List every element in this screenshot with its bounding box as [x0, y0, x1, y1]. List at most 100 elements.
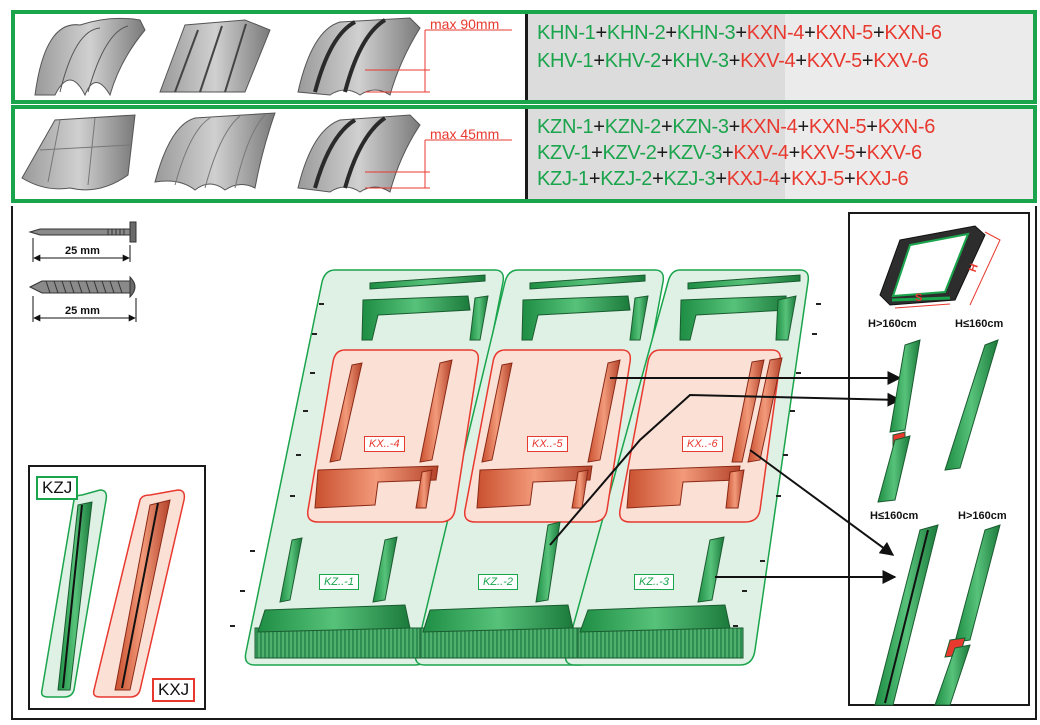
tile-flat-icon — [21, 114, 136, 191]
kit-code: KXJ-6 — [855, 168, 909, 190]
max-height-label-row2: max 45mm — [430, 126, 500, 142]
frame-icon — [879, 225, 1001, 309]
plus-sign: + — [779, 168, 792, 190]
legend-kzj-label: KZJ — [36, 476, 79, 500]
top-flashing-pieces — [361, 274, 801, 341]
kit-code: KZN-2 — [604, 116, 662, 138]
kit-code: KXV-4 — [733, 142, 789, 164]
plus-sign: + — [588, 168, 601, 190]
plus-sign: + — [855, 142, 867, 164]
kit-code: KXV-6 — [873, 50, 929, 72]
tile-row-low-profile — [11, 105, 1037, 203]
legend-box — [28, 465, 206, 710]
code-band-row1-light — [785, 14, 1033, 100]
kit-code: KXV-5 — [800, 142, 856, 164]
frame-s-label: S — [915, 292, 923, 304]
detail-arrows — [549, 371, 902, 584]
kit-code: KXN-6 — [877, 116, 936, 138]
kit-code: KXJ-4 — [726, 168, 780, 190]
plus-sign: + — [797, 116, 809, 138]
legend-kzj-bar — [40, 489, 108, 698]
kit-code: KHN-3 — [676, 22, 736, 44]
kit-code: KZV-2 — [602, 142, 657, 164]
kit-code: KXN-4 — [746, 22, 805, 44]
tile-wave-low-icon — [297, 114, 421, 193]
kit-code: KZN-3 — [672, 116, 729, 138]
plus-sign: + — [735, 22, 747, 44]
kit-code: KHN-2 — [606, 22, 666, 44]
kit-code: KZJ-2 — [600, 168, 653, 190]
detail-channel-long-bottom — [934, 524, 1001, 706]
plus-sign: + — [593, 50, 605, 72]
screw-length-label: 25 mm — [65, 305, 100, 317]
kit-code: KHV-1 — [537, 50, 594, 72]
kit-code: KXN-4 — [740, 116, 798, 138]
kit-label-kx-6: KX..-6 — [682, 436, 723, 452]
detail-label-bottom-left: H≤160cm — [870, 510, 919, 522]
code-line: KZV-1+KZV-2+KZV-3+KXV-4+KXV-5+KXV-6 — [537, 142, 922, 165]
plus-sign: + — [660, 116, 673, 138]
kit-code: KXN-5 — [808, 116, 867, 138]
plus-sign: + — [652, 168, 664, 190]
red-channel-pieces — [314, 357, 783, 509]
kit-code: KXV-4 — [740, 50, 796, 72]
kit-label-kz-3: KZ..-3 — [634, 574, 674, 590]
legend-kxj-label: KXJ — [152, 678, 196, 702]
max-height-indicator-row2 — [365, 139, 512, 189]
plus-sign: + — [872, 22, 885, 44]
kit-label-kx-4: KX..-4 — [364, 436, 405, 452]
kit-label-kx-5: KX..-5 — [527, 436, 568, 452]
row2-divider — [525, 109, 528, 199]
plus-sign: + — [715, 168, 727, 190]
kit-code: KHV-3 — [672, 50, 729, 72]
kit-code: KXV-5 — [806, 50, 863, 72]
plus-sign: + — [656, 142, 669, 164]
plus-sign: + — [844, 168, 856, 190]
kit-code: KZV-1 — [537, 142, 592, 164]
plus-sign: + — [593, 116, 605, 138]
tile-roman-icon — [34, 17, 146, 97]
bottom-flashing-pieces — [254, 521, 744, 659]
plus-sign: + — [665, 22, 677, 44]
code-line: KZN-1+KZN-2+KZN-3+KXN-4+KXN-5+KXN-6 — [537, 116, 935, 139]
plus-sign: + — [788, 142, 801, 164]
detail-label-top-right: H≤160cm — [955, 318, 1004, 330]
kit-code: KZN-1 — [537, 116, 594, 138]
plus-sign: + — [595, 22, 608, 44]
max-height-indicator-row1 — [365, 29, 512, 93]
plus-sign: + — [728, 116, 741, 138]
detail-label-bottom-right: H>160cm — [958, 510, 1007, 522]
kit-code: KXN-6 — [884, 22, 942, 44]
kit-code: KZV-3 — [667, 142, 723, 164]
screw-icon — [28, 275, 137, 322]
detail-label-top-left: H>160cm — [868, 318, 917, 330]
tile-wave-high-icon — [297, 17, 421, 96]
plus-sign: + — [861, 50, 874, 72]
nail-icon — [28, 221, 137, 262]
code-line: KHV-1+KHV-2+KHV-3+KXV-4+KXV-5+KXV-6 — [537, 50, 929, 73]
plus-sign: + — [795, 50, 807, 72]
plus-sign: + — [661, 50, 673, 72]
detail-channel-short-top — [944, 339, 999, 471]
detail-channel-short-bottom — [874, 524, 939, 706]
code-line: KZJ-1+KZJ-2+KZJ-3+KXJ-4+KXJ-5+KXJ-6 — [537, 168, 909, 191]
installation-panel — [11, 206, 1037, 720]
kit-label-kz-2: KZ..-2 — [478, 574, 518, 590]
nail-length-label: 25 mm — [65, 245, 100, 257]
max-height-label-row1: max 90mm — [430, 16, 500, 32]
plus-sign: + — [804, 22, 816, 44]
plus-sign: + — [866, 116, 878, 138]
plus-sign: + — [722, 142, 734, 164]
tile-row-high-profile — [11, 10, 1037, 104]
row1-divider — [525, 14, 528, 100]
tile-wave-icon — [154, 112, 276, 191]
kit-label-kz-1: KZ..-1 — [319, 574, 359, 590]
code-band-row2-light — [785, 109, 1033, 199]
kit-code: KZJ-1 — [537, 168, 589, 190]
kit-code: KZJ-3 — [663, 168, 716, 190]
kit-code: KXJ-5 — [791, 168, 845, 190]
kit-code: KXN-5 — [815, 22, 874, 44]
kit-code: KHN-1 — [537, 22, 596, 44]
